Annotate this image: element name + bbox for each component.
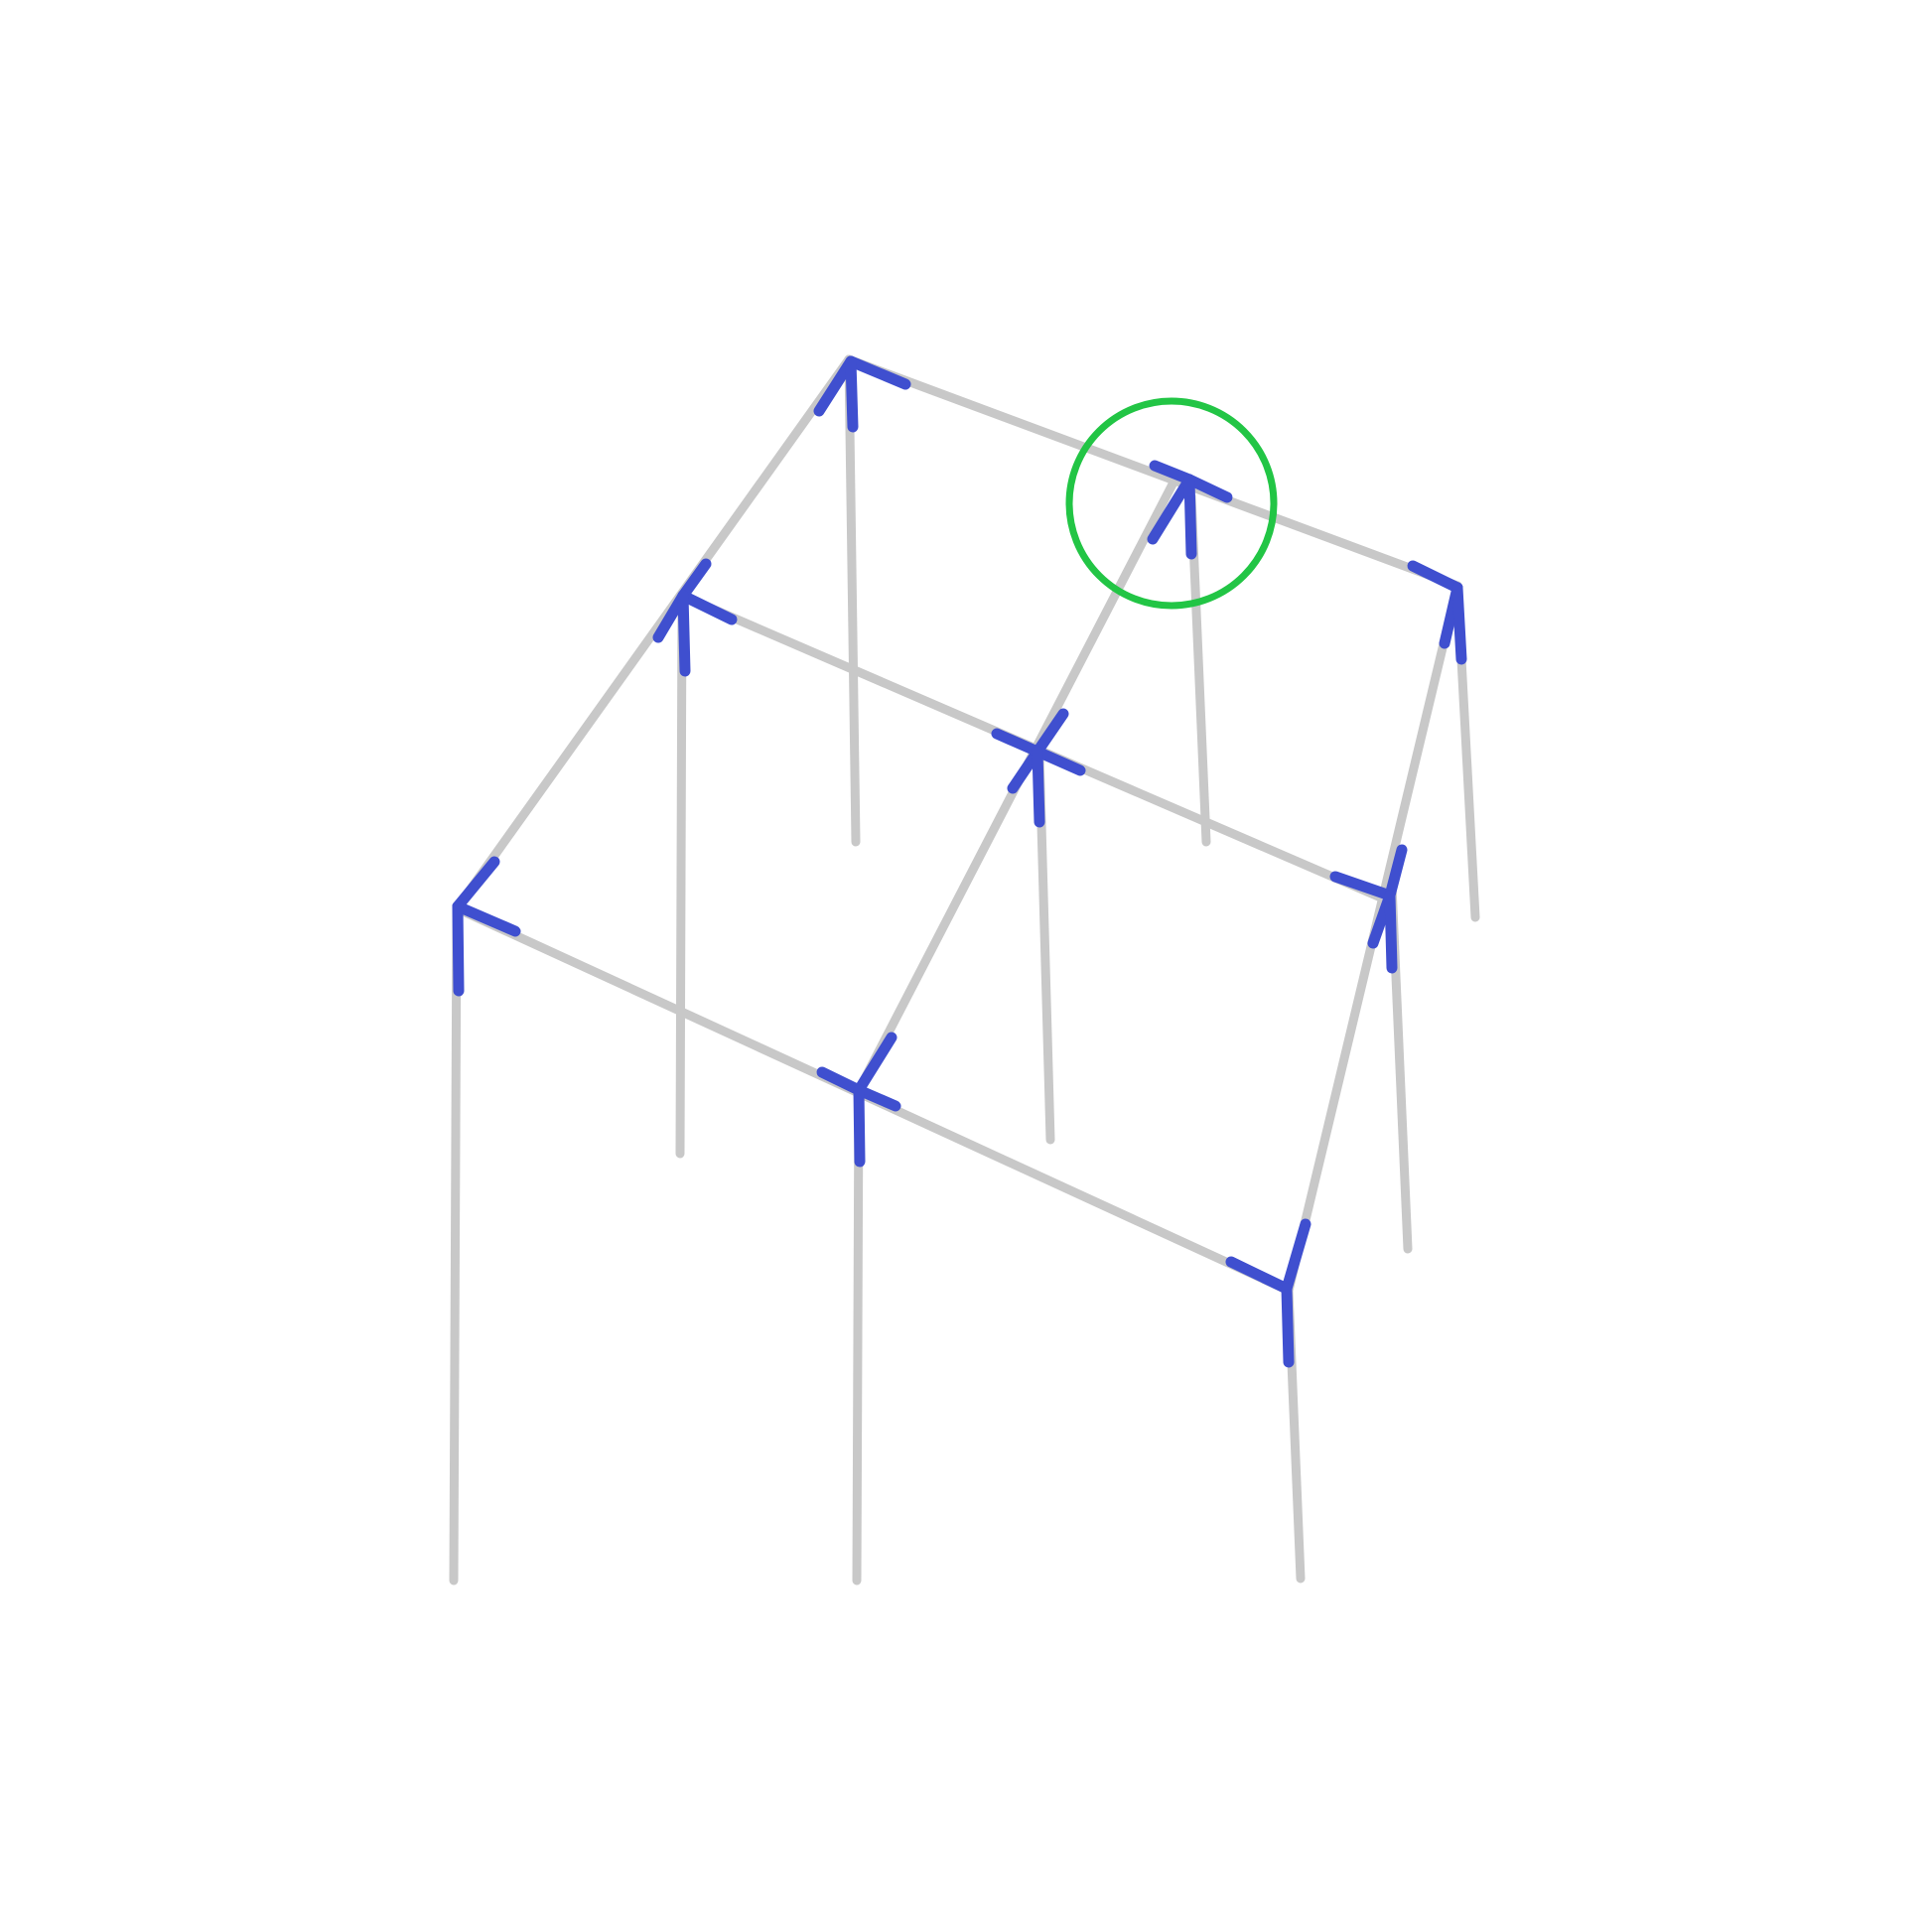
connectors bbox=[452, 355, 1467, 1368]
post-front-left bbox=[449, 903, 462, 1586]
connector-corner-back bbox=[813, 355, 911, 433]
post-back bbox=[844, 354, 861, 847]
connector-corner-front-left bbox=[452, 856, 521, 997]
connector-mid-front bbox=[816, 1032, 901, 1168]
highlight-circle bbox=[1065, 397, 1278, 610]
post-mid-left bbox=[675, 591, 687, 1159]
post-mid-front bbox=[852, 1085, 864, 1586]
connector-mid-left bbox=[652, 558, 738, 677]
rail-back-right bbox=[844, 354, 1462, 591]
rail-back-left bbox=[452, 354, 854, 913]
connector-mid-back bbox=[1147, 460, 1233, 560]
connector-center bbox=[991, 708, 1086, 828]
connector-mid-right bbox=[1329, 844, 1408, 974]
connector-corner-right bbox=[1407, 560, 1467, 665]
connector-corner-front-right bbox=[1225, 1218, 1311, 1368]
